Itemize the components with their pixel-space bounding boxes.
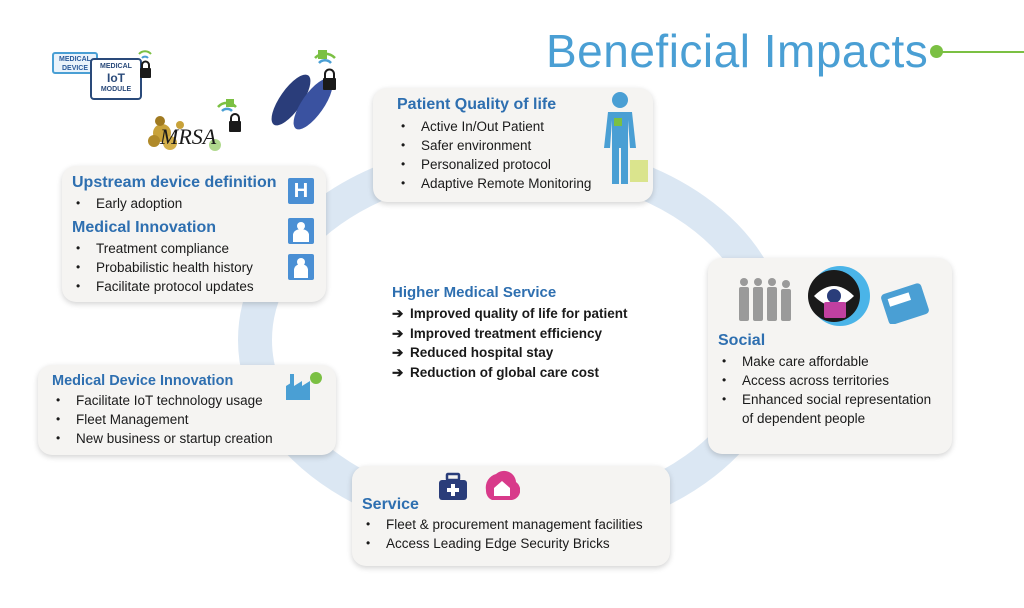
medical-innovation-heading: Medical Innovation (72, 219, 217, 236)
iot-module-logo-line1: MEDICAL (100, 63, 132, 70)
list-item: Adaptive Remote Monitoring (397, 174, 653, 193)
device-innovation-card: Medical Device Innovation Facilitate IoT… (38, 365, 336, 455)
list-item: Early adoption (72, 194, 326, 213)
list-item: Probabilistic health history (72, 258, 326, 277)
list-item: Facilitate protocol updates (72, 277, 326, 296)
doctor-icon (288, 218, 314, 244)
home-care-icon (485, 470, 520, 500)
list-item: Access across territories (718, 371, 952, 390)
arrow-icon: ➔ (392, 345, 404, 360)
smart-insoles-icon (271, 50, 336, 130)
arrow-icon: ➔ (392, 306, 404, 321)
eye-blindness-icon (808, 266, 870, 326)
mrsa-lock-icon (217, 99, 241, 132)
medical-card-reader-icon (881, 283, 929, 324)
service-heading: Service (362, 496, 419, 513)
center-item-text: Improved quality of life for patient (410, 306, 628, 321)
factory-icon (286, 372, 322, 400)
list-item: Fleet & procurement management facilitie… (362, 515, 670, 534)
list-item: Make care affordable (718, 352, 952, 371)
title-accent-dot (930, 45, 943, 58)
iot-module-logo-line2: IoT (107, 71, 125, 85)
medical-kit-icon (439, 472, 467, 500)
mrsa-label: MRSA (160, 124, 217, 149)
list-item: Fleet Management (52, 410, 336, 429)
device-innovation-heading: Medical Device Innovation (52, 373, 234, 389)
center-item-text: Reduced hospital stay (410, 345, 554, 360)
arrow-icon: ➔ (392, 325, 404, 341)
people-group-icon (739, 278, 791, 321)
list-item: Enhanced social representation (718, 390, 952, 409)
upstream-heading: Upstream device definition (72, 174, 277, 191)
medical-device-logo-line2: DEVICE (61, 65, 89, 72)
medical-device-logo-line1: MEDICAL (59, 56, 91, 63)
iot-module-logo: MEDICAL IoT MODULE (90, 58, 142, 100)
page-title: Beneficial Impacts (546, 25, 929, 77)
list-item: Personalized protocol (397, 155, 653, 174)
social-heading: Social (718, 332, 766, 349)
list-item: New business or startup creation (52, 429, 336, 448)
upstream-innovation-card: Upstream device definition Early adoptio… (62, 166, 326, 302)
iot-module-logo-line3: MODULE (100, 86, 132, 93)
patient-quality-heading: Patient Quality of life (397, 96, 557, 113)
list-item: Active In/Out Patient (397, 117, 653, 136)
mrsa-bacteria-icon (148, 116, 221, 151)
list-item: Safer environment (397, 136, 653, 155)
center-heading: Higher Medical Service (392, 284, 557, 301)
patient-icon (288, 254, 314, 280)
title-accent-line (934, 51, 1024, 53)
lock-wifi-icon (138, 50, 152, 78)
list-item: Treatment compliance (72, 239, 326, 258)
center-item: ➔ Reduced hospital stay (392, 343, 628, 363)
center-item: ➔ Improved quality of life for patient (392, 304, 628, 324)
center-item: ➔ Reduction of global care cost (392, 363, 628, 383)
list-item: Facilitate IoT technology usage (52, 391, 336, 410)
center-item: ➔ Improved treatment efficiency (392, 324, 628, 344)
list-item-continuation: of dependent people (742, 411, 866, 426)
center-item-text: Reduction of global care cost (410, 364, 600, 380)
center-item-text: Improved treatment efficiency (410, 325, 603, 341)
arrow-icon: ➔ (392, 364, 404, 380)
patient-body-icon (604, 92, 648, 184)
center-summary: Higher Medical Service ➔ Improved quality… (392, 284, 628, 382)
hospital-icon: H (288, 178, 314, 204)
list-item: Access Leading Edge Security Bricks (362, 534, 670, 553)
